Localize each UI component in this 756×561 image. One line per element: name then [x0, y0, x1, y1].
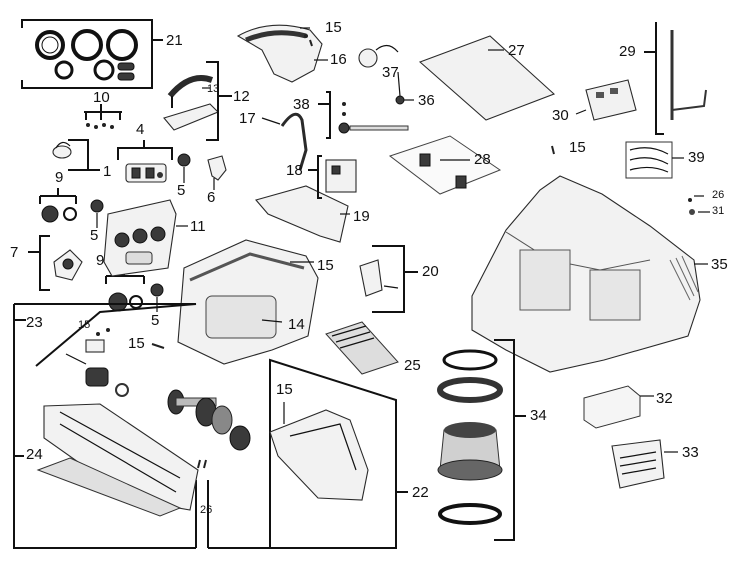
callout-27: 27 [508, 42, 525, 59]
part-38-valve-assembly [318, 91, 409, 139]
callout-26b: 26 [200, 504, 213, 516]
callout-9a: 9 [55, 169, 64, 186]
callout-24: 24 [26, 446, 43, 463]
callout-20: 20 [422, 263, 439, 280]
callout-15e: 15 [128, 335, 145, 352]
callout-26a: 26 [712, 189, 725, 201]
part-36-sensor [395, 71, 414, 105]
callout-28: 28 [474, 151, 491, 168]
callout-15f: 15 [276, 381, 293, 398]
part-19-tray [255, 185, 350, 243]
part-5-knob-b [90, 199, 104, 228]
callout-4: 4 [136, 121, 145, 138]
part-37-fan-unit [358, 44, 399, 68]
callout-23: 23 [26, 314, 43, 331]
part-7-bracket [28, 235, 83, 291]
part-6-latch [207, 155, 227, 190]
part-11-control-panel [103, 199, 188, 277]
part-27-filter-pad [418, 35, 556, 121]
callout-10: 10 [93, 89, 110, 106]
part-22-cover [269, 402, 369, 501]
part-9-knob-set-a [39, 188, 77, 223]
callout-32: 32 [656, 390, 673, 407]
callout-13: 13 [207, 83, 220, 95]
callout-25: 25 [404, 357, 421, 374]
callout-17: 17 [239, 110, 256, 127]
part-20-side-latch [359, 245, 418, 313]
callout-7: 7 [10, 244, 19, 261]
callout-6: 6 [207, 189, 216, 206]
part-5-knob-a [177, 153, 191, 183]
callout-1: 1 [103, 163, 112, 180]
callout-31: 31 [712, 205, 725, 217]
callout-16: 16 [330, 51, 347, 68]
part-35-base-housing [471, 175, 708, 373]
part-26-screws-bottom [197, 459, 207, 469]
part-23-pump-assembly [65, 328, 129, 397]
part-29-rod [644, 22, 707, 135]
part-10-screws [84, 104, 122, 129]
part-12-handle [163, 61, 232, 141]
part-28-board-tray [388, 135, 502, 195]
callout-5c: 5 [151, 312, 160, 329]
part-shaft-pulleys [167, 389, 251, 451]
part-24-nozzle [36, 403, 199, 517]
part-32-box [583, 385, 654, 429]
part-16-lid [236, 24, 328, 83]
callout-37: 37 [382, 64, 399, 81]
part-17-hose-tube [261, 112, 308, 171]
callout-5b: 5 [90, 227, 99, 244]
part-1-clip [52, 139, 100, 171]
part-33-vent-cover [611, 439, 678, 489]
callout-14: 14 [288, 316, 305, 333]
callout-34: 34 [530, 407, 547, 424]
callout-15c: 15 [317, 257, 334, 274]
part-25-filter [325, 321, 399, 375]
callout-29: 29 [619, 43, 636, 60]
callout-12: 12 [233, 88, 250, 105]
callout-9b: 9 [96, 252, 105, 269]
part-14-main-body [177, 239, 319, 365]
part-4-control-cluster [117, 140, 173, 183]
part-22-23-24-frame [13, 303, 408, 549]
callout-19: 19 [353, 208, 370, 225]
callout-33: 33 [682, 444, 699, 461]
callout-21: 21 [166, 32, 183, 49]
part-34-motor-stack [437, 339, 526, 541]
callout-15a: 15 [325, 19, 342, 36]
part-30-circuit-board [575, 79, 637, 121]
callout-18: 18 [286, 162, 303, 179]
part-15-screws [151, 39, 555, 349]
callout-11: 11 [190, 218, 206, 235]
callout-36: 36 [418, 92, 435, 109]
callout-22: 22 [412, 484, 429, 501]
callout-15d: 15 [78, 319, 91, 331]
part-26-31-screws [688, 195, 710, 215]
part-21-gasket-set [21, 19, 163, 89]
callout-35: 35 [711, 256, 728, 273]
callout-5a: 5 [177, 182, 186, 199]
callout-30: 30 [552, 107, 569, 124]
callout-38: 38 [293, 96, 310, 113]
part-18-connector-block [308, 155, 357, 199]
part-39-cable-bundle [625, 141, 684, 179]
callout-39: 39 [688, 149, 705, 166]
callout-15b: 15 [569, 139, 586, 156]
